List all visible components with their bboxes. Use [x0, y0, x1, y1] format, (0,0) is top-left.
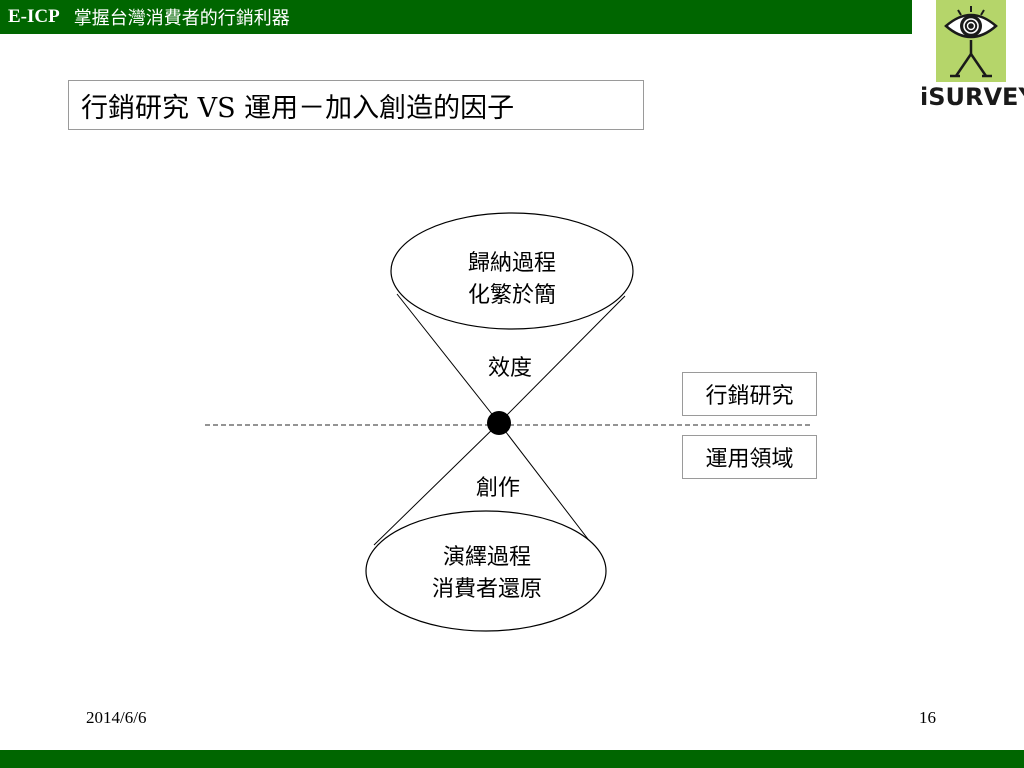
footer-date: 2014/6/6 [86, 708, 147, 727]
header-bar: E-ICP 掌握台灣消費者的行銷利器 [0, 0, 912, 34]
bottom-ellipse-line1: 演繹過程 [442, 545, 531, 570]
application-domain-box: 運用領域 [682, 435, 817, 479]
brand-label: E-ICP [8, 6, 60, 27]
top-ellipse-line1: 歸納過程 [467, 251, 556, 276]
eye-figure-logo-icon [936, 0, 1006, 82]
page-number: 16 [919, 708, 936, 727]
top-ellipse-line2: 化繁於簡 [467, 283, 556, 308]
funnel-line-bottom-right [498, 422, 605, 561]
marketing-research-box: 行銷研究 [682, 372, 817, 416]
funnel-line-top-left [396, 293, 500, 424]
bottom-ellipse-label: 演繹過程 消費者還原 [368, 542, 606, 606]
logo-wordmark: iSURVEY [920, 83, 1024, 111]
bottom-ellipse [365, 510, 607, 632]
funnel-line-bottom-left [373, 422, 500, 546]
bottom-ellipse-line2: 消費者還原 [431, 577, 542, 602]
slide-title: 行銷研究 VS 運用－加入創造的因子 [68, 80, 644, 130]
lower-flow-label: 創作 [475, 476, 520, 501]
isurvey-logo: iSURVEY [920, 0, 1024, 122]
footer-bar [0, 750, 1024, 768]
top-ellipse [390, 212, 634, 330]
header-title: 掌握台灣消費者的行銷利器 [73, 8, 290, 29]
center-node [487, 411, 511, 435]
top-ellipse-label: 歸納過程 化繁於簡 [392, 248, 632, 312]
funnel-line-top-right [498, 295, 626, 424]
upper-flow-label: 效度 [487, 356, 532, 381]
